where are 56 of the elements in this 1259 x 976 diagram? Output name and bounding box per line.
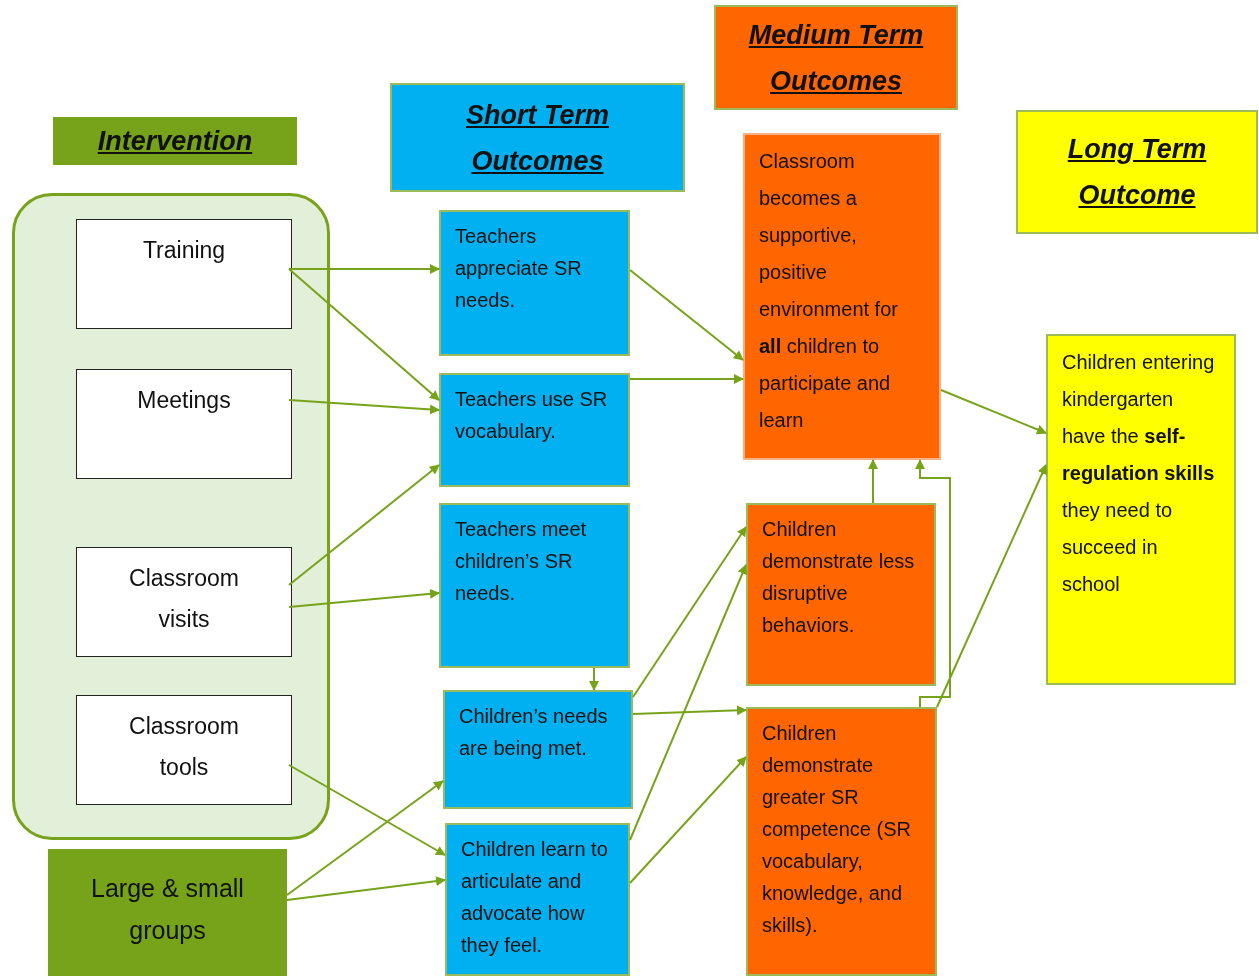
- box-text: Classroom becomes a supportive, positive environment for all children to participate and learn: [758, 149, 899, 433]
- box-text: Meetings: [136, 386, 232, 415]
- arrow: [936, 464, 1047, 708]
- arrow: [288, 268, 440, 401]
- arrow: [632, 526, 747, 698]
- arrow: [589, 667, 599, 691]
- outcome-box: [746, 503, 936, 686]
- section-header: [53, 117, 297, 165]
- arrow: [629, 269, 744, 361]
- arrow: [629, 756, 747, 884]
- arrow: [288, 464, 440, 586]
- outcome-box: [439, 503, 630, 668]
- intervention-box: [76, 695, 292, 805]
- arrow: [868, 459, 878, 504]
- header-text: Long Term Outcome: [1066, 133, 1208, 212]
- outcome-box: [1046, 334, 1236, 685]
- box-text: Children demonstrate less disruptive behaviors.: [761, 517, 916, 638]
- box-text: Children entering kindergarten have the self-regulation skills they need to succeed in school: [1061, 350, 1216, 597]
- arrow: [940, 389, 1047, 435]
- arrow: [286, 876, 446, 901]
- box-text: Children learn to articulate and advocate how they feel.: [460, 837, 609, 958]
- intervention-box: [76, 219, 292, 329]
- outcome-box: [443, 690, 633, 809]
- outcome-box: [439, 210, 630, 356]
- box-text: Teachers appreciate SR needs.: [454, 224, 583, 313]
- box-text: Children’s needs are being met.: [458, 704, 609, 761]
- box-text: Large & small groups: [90, 873, 245, 946]
- header-text: Intervention: [97, 125, 253, 158]
- box-text: Teachers meet children’s SR needs.: [454, 517, 588, 606]
- box-text: Teachers use SR vocabulary.: [454, 387, 609, 444]
- box-text: Classroom tools: [128, 712, 240, 782]
- intervention-box: [48, 849, 287, 976]
- section-header: [1016, 110, 1258, 234]
- outcome-box: [743, 133, 941, 460]
- intervention-box: [76, 547, 292, 657]
- arrow: [629, 564, 748, 841]
- outcome-box: [746, 707, 937, 976]
- header-text: Medium Term Outcomes: [747, 18, 925, 98]
- section-header: [390, 83, 685, 192]
- arrow: [629, 374, 744, 384]
- arrow: [286, 780, 444, 896]
- intervention-box: [76, 369, 292, 479]
- section-header: [714, 5, 958, 110]
- outcome-box: [445, 823, 630, 976]
- outcome-box: [439, 373, 630, 487]
- arrow: [288, 399, 440, 415]
- arrow: [288, 588, 440, 608]
- group-container: [12, 193, 330, 840]
- header-text: Short Term Outcomes: [465, 98, 610, 178]
- arrow: [915, 459, 951, 708]
- box-text: Training: [141, 236, 227, 265]
- box-text: Children demonstrate greater SR competence (SR vocabulary, knowledge, and skills).: [761, 721, 912, 938]
- arrow: [288, 264, 440, 274]
- arrow: [288, 764, 446, 856]
- arrow: [632, 705, 747, 716]
- box-text: Classroom visits: [128, 564, 240, 634]
